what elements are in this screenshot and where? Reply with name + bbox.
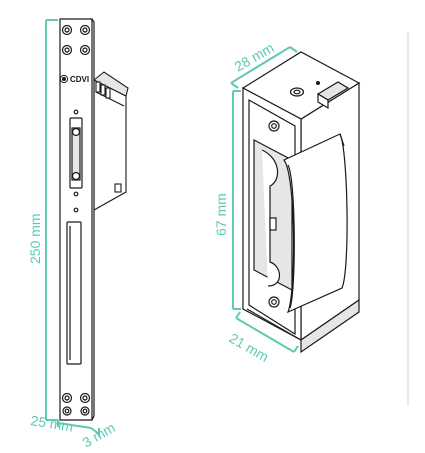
faceplate-view: CDVI 250 mm 25 mm 3 mm — [27, 18, 129, 451]
screw-hole-icon — [61, 24, 73, 36]
dim-plate-length — [45, 19, 58, 421]
dim-plate-width — [57, 420, 100, 437]
plate-width-label: 25 mm — [30, 412, 75, 434]
screw-hole-icon — [62, 406, 72, 416]
latch-keeper — [283, 133, 348, 314]
faceplate — [59, 18, 95, 421]
cdvi-logo-icon — [59, 74, 69, 84]
body-height-label: 67 mm — [213, 193, 229, 236]
dim-body-height — [232, 90, 241, 310]
plate-length-label: 250 mm — [27, 213, 43, 264]
screw-hole-icon — [79, 44, 91, 56]
strike-body-view: 28 mm 67 mm 21 mm — [213, 39, 361, 365]
screw-hole-icon — [79, 24, 91, 36]
strike-body-side — [92, 71, 129, 211]
screw-hole-icon — [79, 392, 91, 404]
dim-body-width — [230, 46, 298, 89]
brand-logo-text: CDVI — [70, 75, 89, 84]
screw-hole-icon — [61, 392, 73, 404]
brand-logo: CDVI — [59, 74, 89, 84]
screw-hole-icon — [80, 406, 90, 416]
plate-thickness-label: 3 mm — [80, 419, 118, 450]
dim-body-depth — [235, 311, 299, 353]
keeper-slot — [66, 221, 82, 365]
screw-hole-icon — [61, 44, 73, 56]
